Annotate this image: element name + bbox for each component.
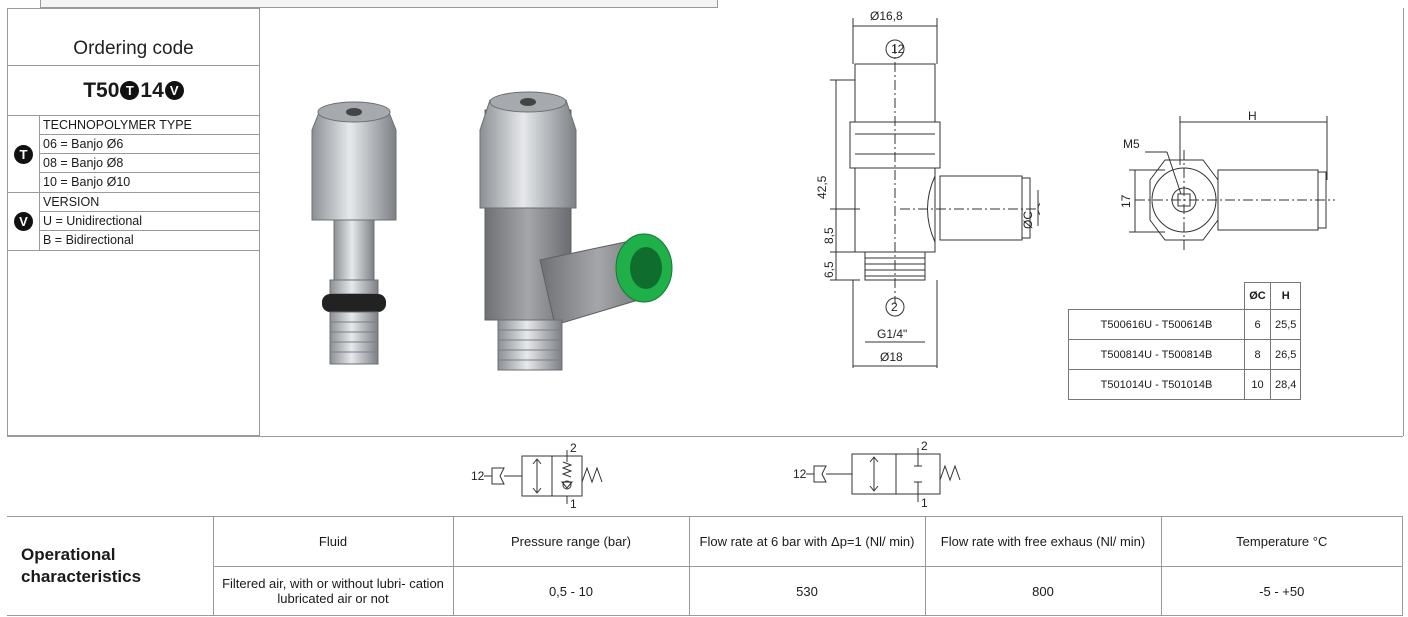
- port-2-label: 2: [891, 300, 898, 314]
- option-badge-t: T: [14, 144, 33, 164]
- dimension-table: ØC H T500616U - T500614B 6 25,5 T500814U…: [1068, 282, 1302, 400]
- option-row: VERSION: [40, 193, 259, 212]
- code-prefix: T50: [83, 78, 120, 102]
- front-view-drawing: Ø16,8 12 42,5 8,5 6,5 1 ØC 2 G1/4" Ø18: [815, 9, 1040, 368]
- symbol-port-12: 12: [793, 467, 807, 481]
- cell-c: 6: [1244, 309, 1271, 340]
- option-row: 08 = Banjo Ø8: [40, 154, 259, 173]
- option-badge-cell: T: [8, 116, 40, 192]
- option-row: TECHNOPOLYMER TYPE: [40, 116, 259, 135]
- symbol-port-1: 1: [570, 497, 577, 511]
- dim-h: H: [1248, 110, 1257, 123]
- side-view-drawing: M5 H 17: [1119, 110, 1335, 250]
- cell-c: 10: [1244, 369, 1271, 400]
- symbol-port-1: 1: [921, 496, 928, 510]
- product-photo: [311, 91, 673, 371]
- option-badge-cell: V: [8, 193, 40, 250]
- cell-code: T501014U - T501014B: [1068, 369, 1245, 400]
- operational-characteristics-table: Operational characteristics Fluid Pressu…: [7, 516, 1403, 616]
- cell-h: 25,5: [1269, 309, 1302, 340]
- option-row: 06 = Banjo Ø6: [40, 135, 259, 154]
- dim-height-mid: 8,5: [822, 227, 836, 244]
- dim-height-total: 42,5: [815, 175, 829, 199]
- option-row: U = Unidirectional: [40, 212, 259, 231]
- value-pressure: 0,5 - 10: [452, 566, 690, 616]
- option-group-type: T TECHNOPOLYMER TYPE 06 = Banjo Ø6 08 = …: [8, 116, 259, 193]
- pneumatic-symbol-bidirectional: 12 2 1: [793, 440, 961, 510]
- value-temperature: -5 - +50: [1160, 566, 1403, 616]
- ordering-code-panel: Ordering code T50 T 14 V T TECHNOPOLYMER…: [7, 8, 260, 436]
- operational-title-line2: characteristics: [21, 567, 142, 586]
- ordering-code-string: T50 T 14 V: [8, 66, 259, 116]
- section-divider: [7, 436, 1403, 437]
- symbol-port-12: 12: [471, 469, 485, 483]
- operational-title-line1: Operational: [21, 545, 116, 564]
- symbol-port-2: 2: [921, 440, 928, 453]
- header-flow-free: Flow rate with free exhaus (Nl/ min): [924, 516, 1162, 567]
- cell-code: T500814U - T500814B: [1068, 339, 1245, 370]
- operational-title: Operational characteristics: [7, 516, 214, 616]
- top-strip: [40, 0, 718, 8]
- table-row: T500814U - T500814B 8 26,5: [1068, 339, 1302, 370]
- value-flow-free: 800: [924, 566, 1162, 616]
- header-pressure: Pressure range (bar): [452, 516, 690, 567]
- symbol-port-2: 2: [570, 442, 577, 455]
- port-12-label: 12: [891, 42, 905, 56]
- dim-height-low: 6,5: [822, 261, 836, 278]
- right-border: [1403, 8, 1404, 436]
- dim-m5: M5: [1123, 137, 1140, 151]
- option-row: 10 = Banjo Ø10: [43, 175, 131, 189]
- cell-code: T500616U - T500614B: [1068, 309, 1245, 340]
- table-row: T500616U - T500614B 6 25,5: [1068, 309, 1302, 340]
- code-badge-t: T: [120, 81, 140, 100]
- option-group-version: V VERSION U = Unidirectional B = Bidirec…: [8, 193, 259, 251]
- dim-thread: G1/4": [877, 327, 907, 341]
- code-badge-v: V: [164, 81, 184, 100]
- header-h: H: [1269, 282, 1302, 310]
- cell-c: 8: [1244, 339, 1271, 370]
- header-flow-6bar: Flow rate at 6 bar with Δp=1 (Nl/ min): [688, 516, 926, 567]
- option-row: B = Bidirectional: [43, 233, 134, 247]
- header-fluid: Fluid: [212, 516, 454, 567]
- cell-h: 28,4: [1269, 369, 1302, 400]
- cell-h: 26,5: [1269, 339, 1302, 370]
- dim-dia-c: ØC: [1021, 211, 1035, 229]
- cartridge-left: [311, 101, 397, 365]
- table-row: T501014U - T501014B 10 28,4: [1068, 369, 1302, 400]
- header-temperature: Temperature °C: [1160, 516, 1403, 567]
- code-mid: 14: [140, 78, 164, 102]
- dim-top-diameter: Ø16,8: [870, 9, 903, 23]
- value-flow-6bar: 530: [688, 566, 926, 616]
- dim-bottom-diameter: Ø18: [880, 350, 903, 364]
- ordering-code-title: Ordering code: [8, 9, 259, 66]
- option-badge-v: V: [14, 212, 33, 231]
- banjo-fitting-right: [479, 91, 673, 371]
- header-dia-c: ØC: [1244, 282, 1271, 310]
- dim-17: 17: [1119, 194, 1133, 208]
- pneumatic-symbol-unidirectional: 12 2 1: [471, 442, 603, 511]
- value-fluid: Filtered air, with or without lubri- cat…: [212, 566, 454, 616]
